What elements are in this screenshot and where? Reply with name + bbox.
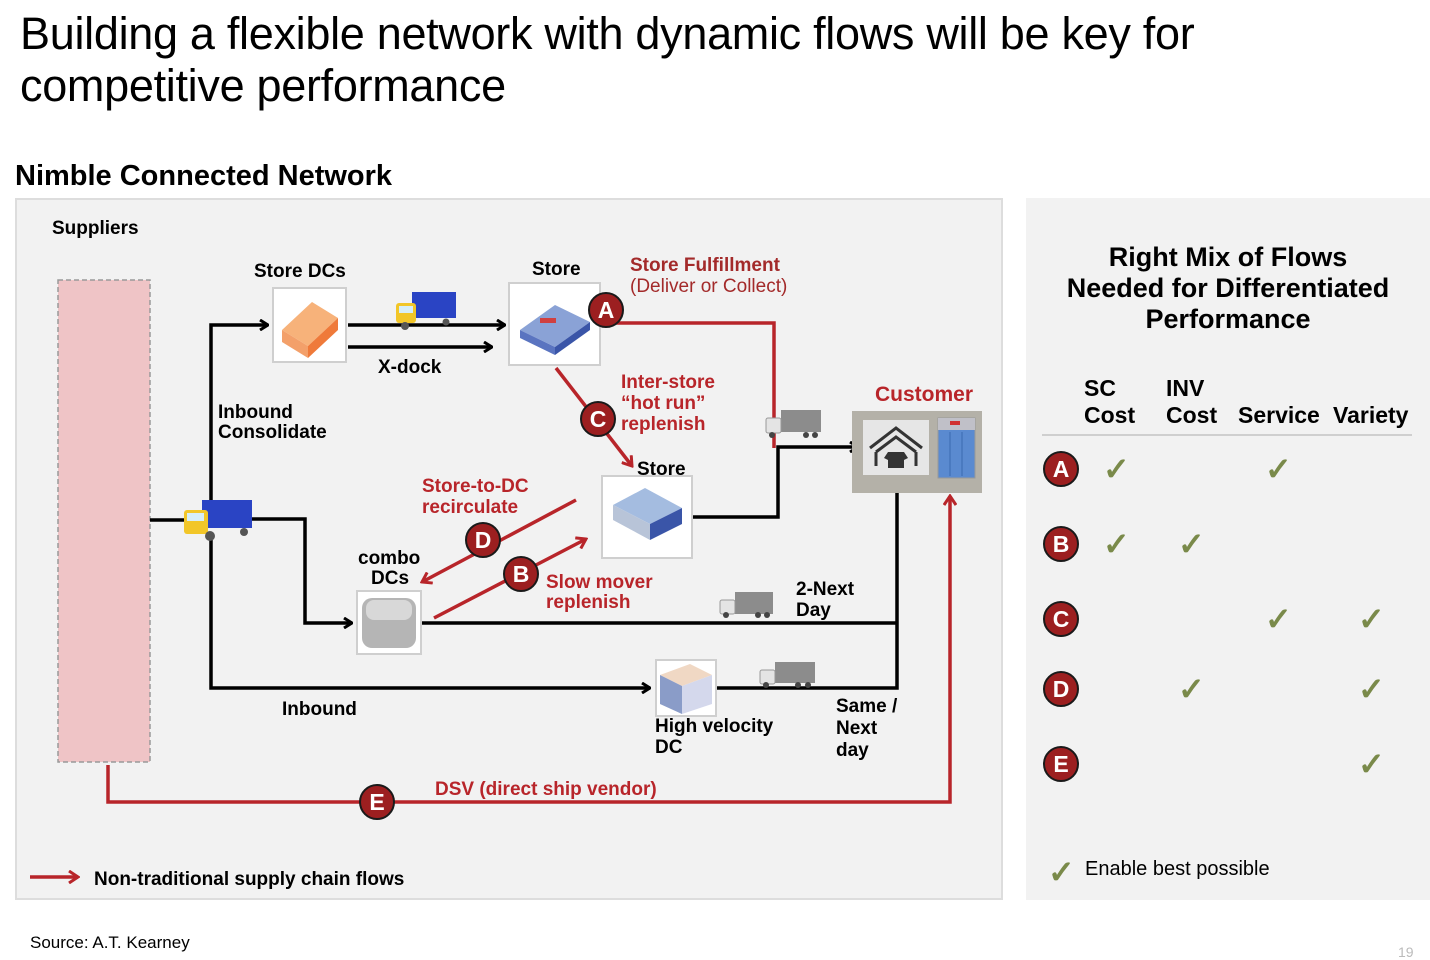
combo-dc-icon — [362, 598, 416, 648]
high-velocity-dc-icon — [660, 664, 712, 714]
store-top-label: Store — [532, 259, 581, 280]
flow-badge-e: E — [359, 784, 395, 820]
column-header-line-2: Cost — [1166, 402, 1218, 428]
source-note: Source: A.T. Kearney — [30, 933, 190, 952]
column-header-line-1: INV — [1166, 375, 1205, 401]
flow-c-label-2: “hot run” — [621, 393, 706, 414]
matrix-row-badge-c: C — [1043, 601, 1079, 637]
column-header-line-2: Cost — [1084, 402, 1136, 428]
matrix-row-badge-b: B — [1043, 526, 1079, 562]
x-dock-label: X-dock — [378, 357, 442, 378]
inbound-label: Inbound — [282, 699, 357, 720]
flow-e-dsv — [106, 496, 950, 804]
check-icon: ✓ — [1265, 451, 1292, 487]
column-header-inv-cost: INV Cost — [1166, 375, 1217, 429]
same-next-day-label-3: day — [836, 740, 869, 761]
flow-a-label-1: Store Fulfillment — [630, 255, 780, 276]
check-icon: ✓ — [1358, 746, 1385, 782]
matrix-header-divider — [1042, 434, 1412, 436]
check-icon: ✓ — [1265, 601, 1292, 637]
flow-hvdc-same-next-day — [716, 478, 897, 690]
column-header-service: Service — [1238, 402, 1320, 428]
customer-label: Customer — [875, 383, 974, 406]
gray-truck-icon — [759, 662, 815, 688]
diagram-legend-label: Non-traditional supply chain flows — [94, 869, 405, 890]
flow-b-label-1: Slow mover — [546, 572, 653, 593]
flow-e-label: DSV (direct ship vendor) — [435, 779, 657, 800]
combo-dcs-label-2: DCs — [371, 568, 410, 589]
matrix-title-line-2: Needed for Differentiated — [1066, 273, 1390, 303]
inbound-consolidate-label-2: Consolidate — [218, 422, 327, 443]
delivery-truck-icon — [396, 292, 456, 330]
flow-c-label-1: Inter-store — [621, 372, 715, 393]
flow-a-store-fulfillment — [606, 321, 776, 448]
inbound-consolidate-label-1: Inbound — [218, 402, 293, 423]
check-icon: ✓ — [1103, 451, 1130, 487]
flow-store-mid-to-customer — [692, 447, 858, 519]
gray-truck-icon — [719, 592, 773, 618]
parcel-locker-doors — [949, 432, 963, 476]
flow-mix-panel — [1026, 198, 1430, 900]
store-icon — [520, 305, 590, 355]
flow-badge-c: C — [580, 401, 616, 437]
slide-title: Building a flexible network with dynamic… — [20, 8, 1195, 111]
home-shirt-icon — [869, 426, 923, 468]
page-number: 19 — [1398, 944, 1414, 960]
check-icon: ✓ — [1358, 601, 1385, 637]
check-icon: ✓ — [1178, 526, 1205, 562]
combo-dcs-label-1: combo — [358, 548, 421, 569]
flow-badge-b: B — [503, 556, 539, 592]
matrix-title-line-3: Performance — [1145, 304, 1311, 334]
matrix-title-line-1: Right Mix of Flows — [1108, 242, 1348, 272]
store-icon — [613, 488, 682, 540]
flow-inbound-consolidate — [209, 325, 268, 500]
matrix-title: Right Mix of Flows Needed for Differenti… — [1026, 242, 1430, 335]
flow-c-label-3: replenish — [621, 414, 706, 435]
flow-inbound — [209, 540, 650, 688]
column-header-sc-cost: SC Cost — [1084, 375, 1135, 429]
flow-badge-a: A — [588, 292, 624, 328]
warehouse-icon — [282, 302, 338, 358]
same-next-day-label-2: Next — [836, 718, 878, 739]
two-next-day-label-1: 2-Next — [796, 579, 855, 600]
matrix-row-badge-d: D — [1043, 671, 1079, 707]
legend-check-icon: ✓ — [1048, 854, 1075, 890]
suppliers-box — [57, 279, 151, 763]
flow-b-label-2: replenish — [546, 592, 631, 613]
high-velocity-dc-label-1: High velocity — [655, 716, 774, 737]
high-velocity-dc-label-2: DC — [655, 737, 683, 758]
check-icon: ✓ — [1358, 671, 1385, 707]
column-header-variety: Variety — [1333, 402, 1409, 428]
check-icon: ✓ — [1103, 526, 1130, 562]
same-next-day-label-1: Same / — [836, 696, 898, 717]
flow-a-label-2: (Deliver or Collect) — [630, 276, 788, 297]
delivery-truck-icon — [184, 500, 252, 541]
gray-truck-icon — [765, 410, 821, 438]
store-dcs-label: Store DCs — [254, 261, 346, 282]
matrix-row-badge-e: E — [1043, 746, 1079, 782]
suppliers-label: Suppliers — [52, 218, 139, 239]
flow-truck-to-combo — [250, 517, 352, 623]
flow-d-label-1: Store-to-DC — [422, 476, 529, 497]
flow-d-label-2: recirculate — [422, 497, 519, 518]
diagram-subtitle: Nimble Connected Network — [15, 160, 393, 192]
two-next-day-label-2: Day — [796, 600, 831, 621]
matrix-legend-label: Enable best possible — [1085, 858, 1270, 880]
check-icon: ✓ — [1178, 671, 1205, 707]
column-header-line-1: SC — [1084, 375, 1116, 401]
matrix-row-badge-a: A — [1043, 451, 1079, 487]
parcel-locker-logo — [950, 421, 960, 425]
flow-badge-d: D — [465, 522, 501, 558]
store-mid-label: Store — [637, 459, 686, 480]
